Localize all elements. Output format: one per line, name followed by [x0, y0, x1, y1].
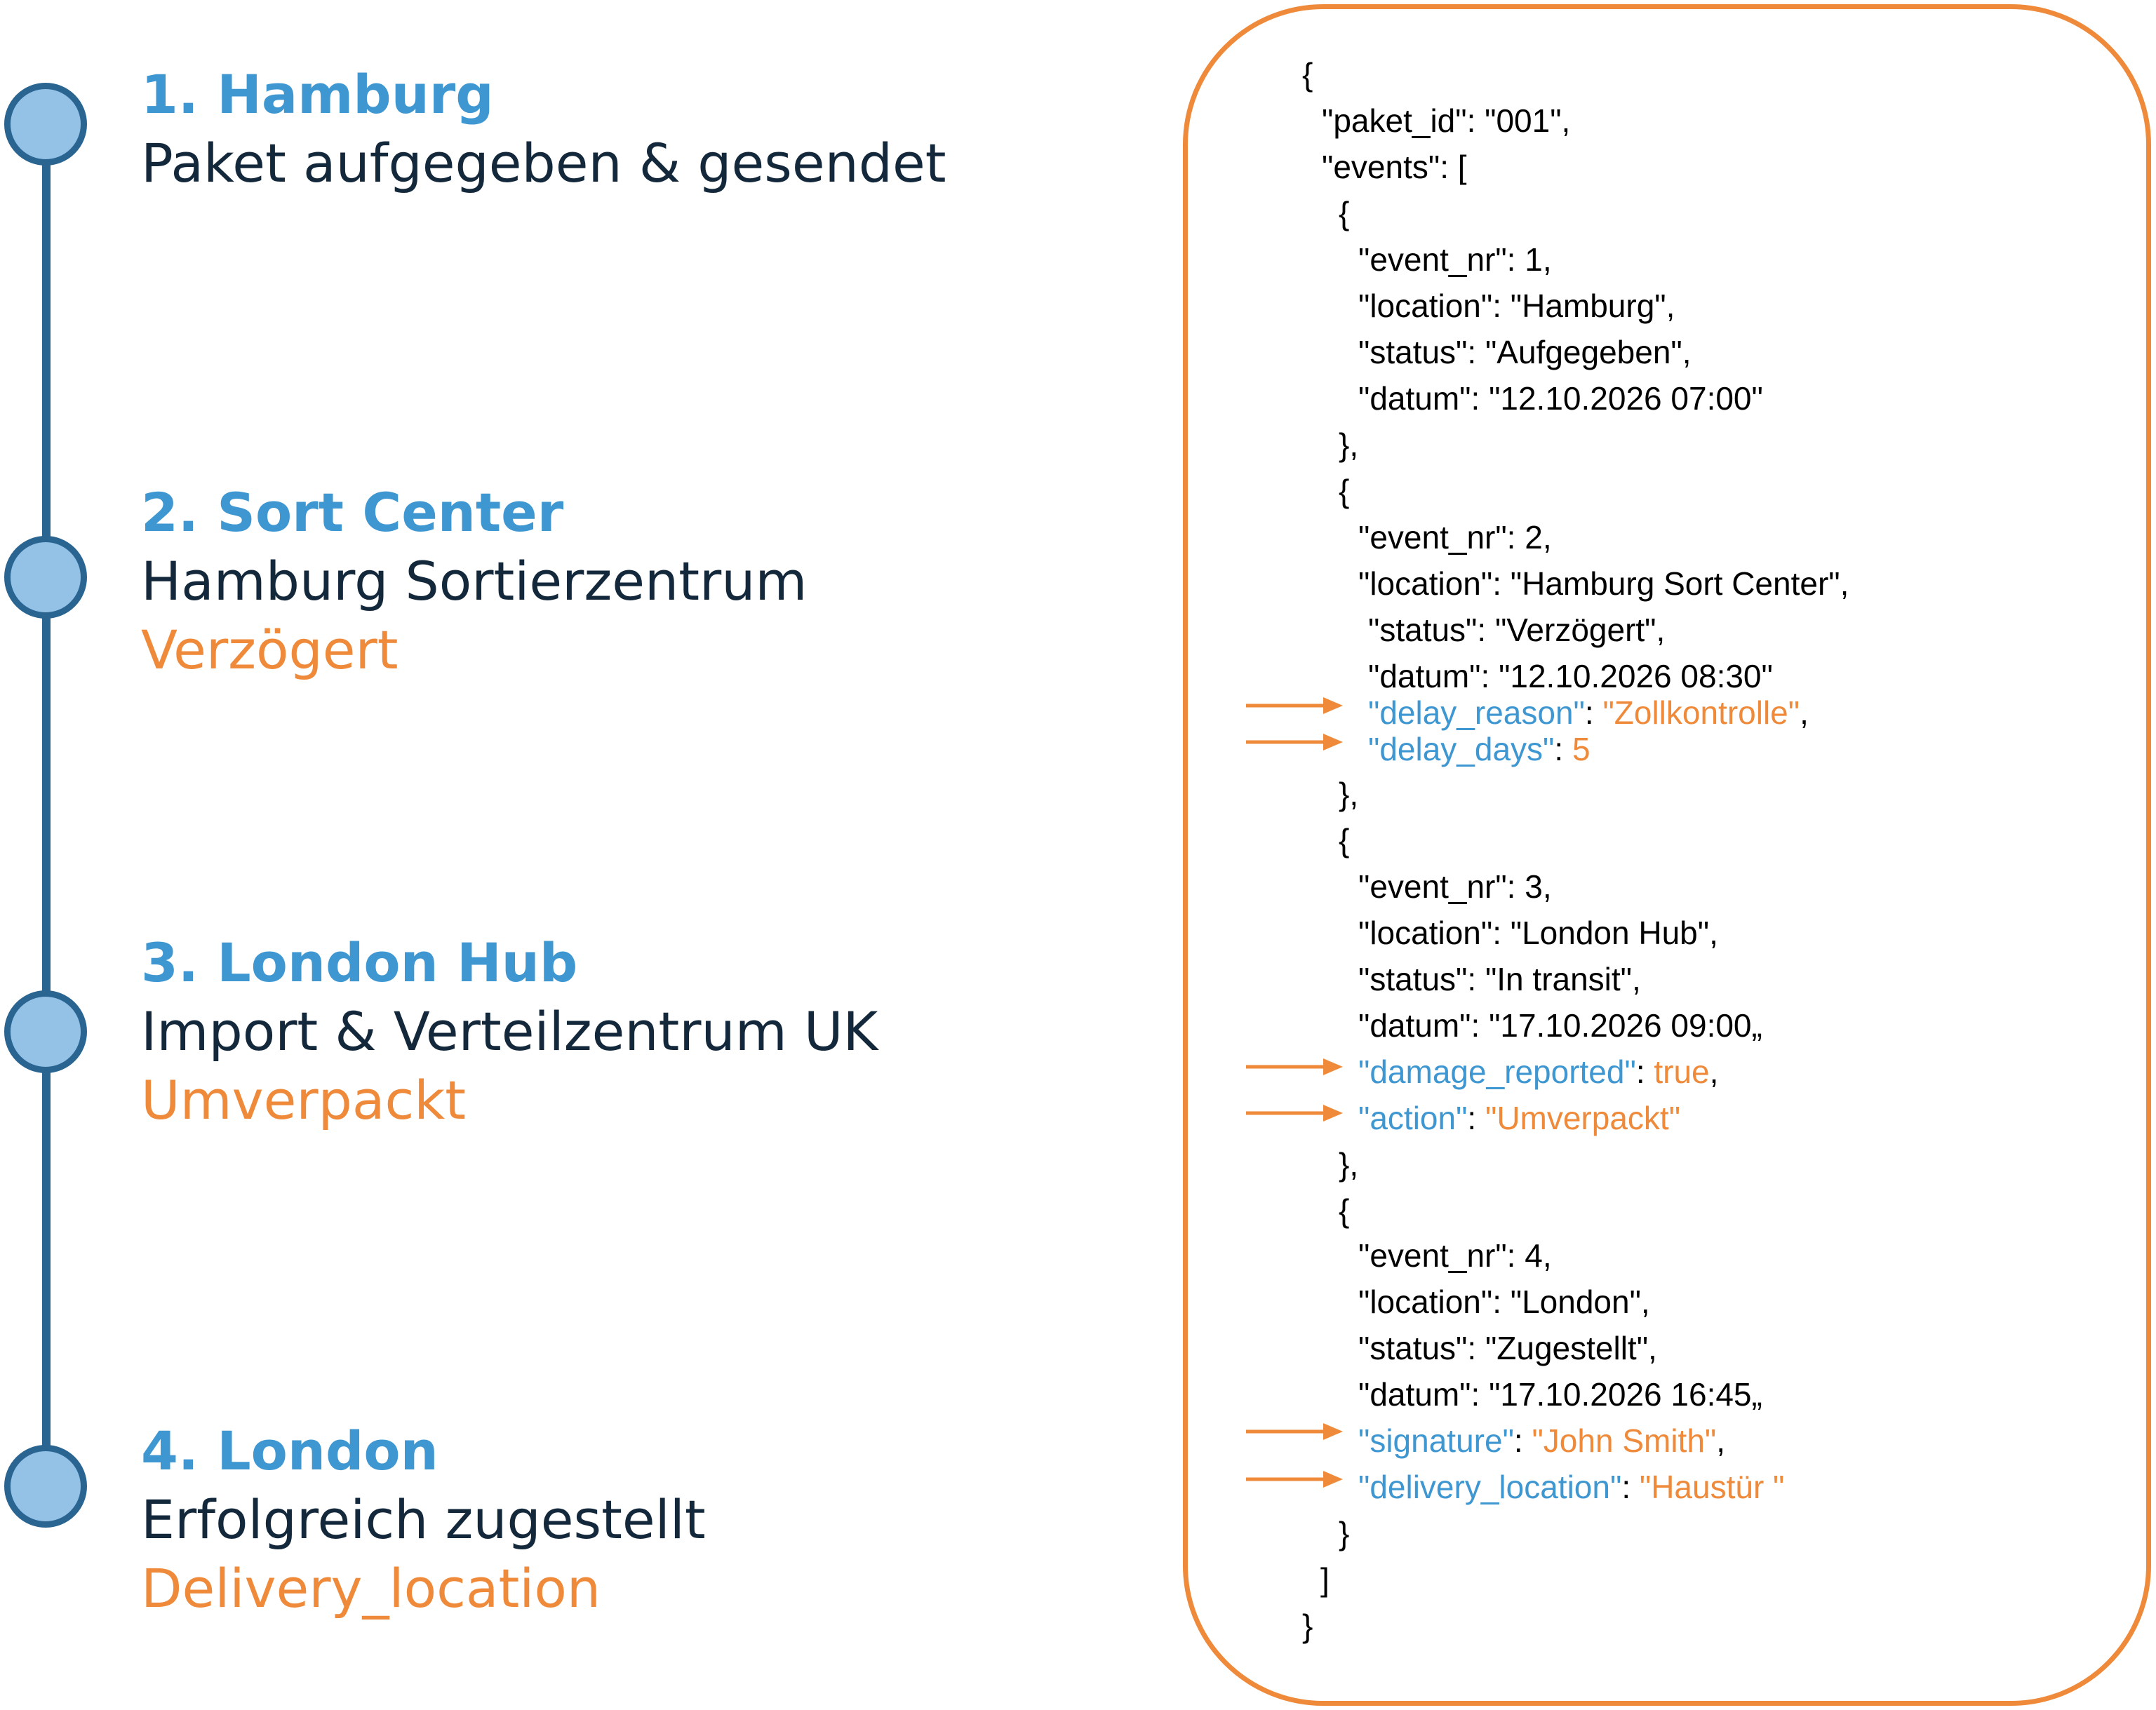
json-event1-nr: "event_nr": 1, — [1358, 241, 1552, 278]
json-event4-status: "status": "Zugestellt", — [1358, 1330, 1657, 1366]
arrow-right-icon — [1246, 1471, 1343, 1488]
json-event3-close: }, — [1339, 1146, 1359, 1183]
step-note: Delivery_location — [141, 1557, 601, 1620]
json-event1-location: "location": "Hamburg", — [1358, 288, 1675, 324]
json-event1-datum: "datum": "12.10.2026 07:00" — [1358, 380, 1763, 417]
json-paket-id: "paket_id": "001", — [1322, 102, 1571, 139]
step-title: 2. Sort Center — [141, 481, 564, 544]
json-value: "Haustür " — [1639, 1469, 1785, 1505]
json-event1-open: { — [1339, 195, 1350, 231]
step-description: Import & Verteilzentrum UK — [141, 1000, 878, 1063]
json-key: "delay_reason" — [1368, 694, 1585, 731]
timeline-node-3 — [4, 990, 87, 1073]
json-event2-nr: "event_nr": 2, — [1358, 519, 1552, 556]
timeline-node-2 — [4, 536, 87, 619]
arrow-right-icon — [1246, 1058, 1343, 1075]
timeline-step-1: 1. Hamburg Paket aufgegeben & gesendet — [141, 60, 946, 198]
json-event3-open: { — [1339, 822, 1350, 859]
json-event2-status: "status": "Verzögert", — [1368, 612, 1666, 648]
json-event3-damage: "damage_reported": true, — [1358, 1053, 1719, 1090]
step-description: Erfolgreich zugestellt — [141, 1488, 706, 1551]
timeline-node-1 — [4, 83, 87, 166]
step-title: 1. Hamburg — [141, 63, 494, 126]
step-description: Paket aufgegeben & gesendet — [141, 132, 946, 194]
json-event2-delay-days: "delay_days": 5 — [1368, 731, 1591, 767]
step-title: 4. London — [141, 1420, 438, 1482]
arrow-right-icon — [1246, 697, 1343, 714]
json-event3-status: "status": "In transit", — [1358, 961, 1641, 997]
arrow-right-icon — [1246, 1105, 1343, 1122]
json-close-bracket: ] — [1320, 1561, 1330, 1598]
json-event1-close: }, — [1339, 426, 1359, 463]
json-close-brace: } — [1302, 1608, 1313, 1644]
json-event4-signature: "signature": "John Smith", — [1358, 1422, 1726, 1459]
json-event4-datum: "datum": "17.10.2026 16:45„ — [1358, 1376, 1762, 1413]
json-event4-nr: "event_nr": 4, — [1358, 1237, 1552, 1274]
timeline-step-4: 4. London Erfolgreich zugestellt Deliver… — [141, 1417, 706, 1623]
step-title: 3. London Hub — [141, 931, 578, 994]
arrow-right-icon — [1246, 1423, 1343, 1440]
json-events: "events": [ — [1322, 149, 1467, 185]
json-value: true — [1654, 1053, 1710, 1090]
json-event3-datum: "datum": "17.10.2026 09:00„ — [1358, 1007, 1762, 1044]
json-key: "delay_days" — [1368, 731, 1555, 767]
step-note: Umverpackt — [141, 1069, 467, 1131]
json-key: "delivery_location" — [1358, 1469, 1622, 1505]
timeline-step-3: 3. London Hub Import & Verteilzentrum UK… — [141, 929, 878, 1135]
timeline-node-4 — [4, 1445, 87, 1528]
json-event3-action: "action": "Umverpackt" — [1358, 1100, 1681, 1136]
json-event2-datum: "datum": "12.10.2026 08:30" — [1368, 658, 1773, 694]
json-value: 5 — [1572, 731, 1591, 767]
json-event4-location: "location": "London", — [1358, 1284, 1650, 1320]
step-note: Verzögert — [141, 619, 399, 681]
json-value: "John Smith" — [1532, 1422, 1717, 1459]
json-panel — [1183, 4, 2151, 1706]
json-event2-close: }, — [1339, 776, 1359, 812]
json-event2-open: { — [1339, 473, 1350, 509]
json-open-brace: { — [1302, 56, 1313, 93]
json-key: "action" — [1358, 1100, 1468, 1136]
json-event3-nr: "event_nr": 3, — [1358, 868, 1552, 905]
json-event4-close: } — [1339, 1515, 1350, 1551]
timeline-step-2: 2. Sort Center Hamburg Sortierzentrum Ve… — [141, 478, 807, 685]
json-event4-delivery-location: "delivery_location": "Haustür " — [1358, 1469, 1785, 1505]
arrow-right-icon — [1246, 734, 1343, 750]
json-value: "Umverpackt" — [1485, 1100, 1681, 1136]
json-event3-location: "location": "London Hub", — [1358, 915, 1718, 951]
json-value: "Zollkontrolle" — [1602, 694, 1800, 731]
json-event2-delay-reason: "delay_reason": "Zollkontrolle", — [1368, 694, 1809, 731]
json-key: "signature" — [1358, 1422, 1514, 1459]
step-description: Hamburg Sortierzentrum — [141, 550, 808, 612]
json-key: "damage_reported" — [1358, 1053, 1636, 1090]
timeline-line — [42, 125, 51, 1488]
json-event1-status: "status": "Aufgegeben", — [1358, 334, 1692, 370]
json-event4-open: { — [1339, 1192, 1350, 1229]
json-event2-location: "location": "Hamburg Sort Center", — [1358, 565, 1849, 602]
